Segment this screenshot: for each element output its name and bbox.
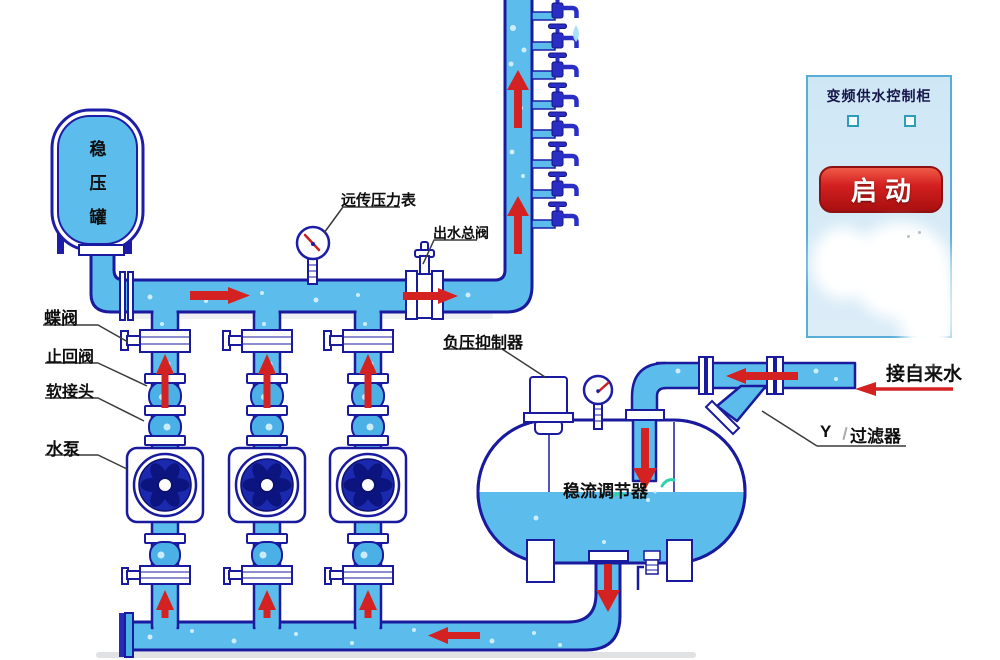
indicator-light-1	[847, 115, 859, 127]
smudge-mark	[918, 231, 921, 234]
leader-lines	[43, 206, 953, 470]
tank-pressure-gauge	[582, 374, 614, 430]
outlet-valve-label: 出水总阀	[433, 225, 489, 241]
flow-regulator-tank	[476, 418, 747, 612]
smudge-mark	[907, 235, 910, 238]
y-filter-label-prefix: Y	[820, 422, 832, 441]
butterfly-valve-label: 蝶阀	[44, 309, 78, 328]
soft-joint-label: 软接头	[46, 384, 95, 401]
control-cabinet: 变频供水控制柜 启动	[806, 75, 956, 362]
surge-tank-label: 稳压罐	[89, 140, 107, 227]
vacuum-suppressor-label: 负压抑制器	[443, 335, 524, 352]
remote-pressure-gauge	[295, 225, 331, 285]
water-pump-label: 水泵	[46, 440, 80, 459]
header-end-cap	[119, 613, 125, 657]
header-flange	[119, 271, 134, 321]
remote-gauge-label: 远传压力表	[341, 192, 417, 209]
drain-valve	[636, 550, 661, 590]
water-sparkle	[660, 478, 676, 488]
pump-branch-1	[119, 310, 205, 630]
branch-connectors	[153, 306, 380, 630]
pump-branch-3	[322, 310, 408, 630]
erased-area	[900, 267, 956, 362]
tap-water-label: 接自来水	[886, 364, 963, 385]
inlet-pipe	[625, 356, 857, 502]
flow-arrows-header	[190, 70, 529, 304]
y-filter	[704, 384, 768, 436]
outlet-header-pipe	[89, 0, 534, 314]
erased-area	[812, 227, 874, 299]
flow-arrow-left	[446, 632, 480, 639]
suction-header-pipe	[119, 558, 622, 658]
flow-arrow-down	[604, 564, 612, 592]
flow-arrow-down	[641, 428, 649, 470]
faucet	[532, 24, 577, 50]
faucet	[532, 202, 577, 228]
ground-shadows	[96, 313, 696, 658]
surge-tank	[50, 108, 145, 256]
faucet	[532, 83, 577, 109]
pump-branch-2	[221, 310, 307, 630]
flow-arrow-left	[744, 372, 798, 380]
faucet	[532, 112, 577, 138]
water-droplet	[573, 25, 579, 42]
tank-leg	[526, 539, 555, 583]
flow-regulator-label: 稳流调节器	[563, 482, 648, 501]
faucet	[532, 53, 577, 79]
cabinet-title: 变频供水控制柜	[826, 88, 932, 104]
faucet	[532, 0, 577, 20]
start-button[interactable]: 启动	[819, 166, 943, 213]
faucet	[532, 172, 577, 198]
vacuum-suppressor	[523, 376, 574, 435]
faucet	[532, 142, 577, 168]
main-outlet-valve	[405, 241, 444, 320]
faucet-riser	[532, 0, 579, 228]
indicator-light-2	[904, 115, 916, 127]
y-filter-label: 过滤器	[850, 427, 901, 446]
tank-leg	[666, 539, 693, 582]
check-valve-label: 止回阀	[46, 349, 95, 366]
water-sparkle	[610, 491, 626, 499]
